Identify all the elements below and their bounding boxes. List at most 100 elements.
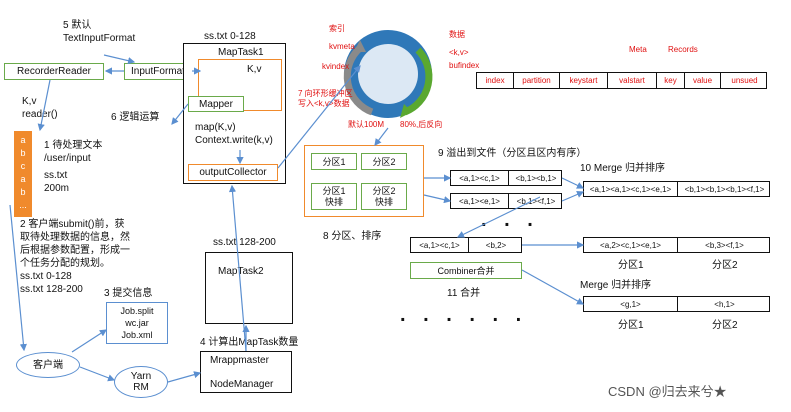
data-label: 数据 [449, 30, 465, 39]
combiner-part-a: <a,1><c,1> [411, 238, 469, 252]
arrow-spill2-to-merge [561, 191, 585, 202]
combiner-label: Combiner合并 [437, 266, 495, 276]
ring-meta-arc [343, 45, 374, 116]
spill1-part-b: <b,1><b,1> [515, 173, 557, 183]
step11-label: 11 合并 [447, 288, 481, 299]
final-partition1-label: 分区1 [618, 320, 644, 331]
rm-label: RM [133, 382, 149, 393]
step9-label: 9 溢出到文件（分区且区内有序） [438, 148, 587, 159]
merged-part-a: <a,1><a,1><c,1><e,1> [584, 182, 678, 196]
client-node: 客户端 [16, 352, 80, 378]
spill-file-2: <a,1><e,1> <b,1><f,1> [450, 193, 562, 209]
arrow-to-final [521, 269, 585, 305]
step1-path: /user/input [44, 153, 91, 164]
context-write-label: Context.write(k,v) [195, 135, 273, 146]
nodemanager-label: NodeManager [210, 379, 274, 390]
maptask1-name: MapTask1 [218, 47, 264, 58]
step1-title: 1 待处理文本 [44, 140, 103, 151]
final-partition2-label: 分区2 [712, 320, 738, 331]
partition2-sort-label: 分区2 [372, 185, 396, 196]
ring-outer [344, 30, 432, 118]
arrow-client-to-yarn [79, 366, 116, 382]
wc-jar-label: wc.jar [125, 318, 149, 328]
submit-files-box: Job.split wc.jar Job.xml [106, 302, 168, 344]
step2-line4: 个任务分配的规划。 [20, 258, 110, 269]
arrow-textinputformat [103, 54, 136, 65]
kv-data-label: <k,v> [449, 48, 469, 57]
spill-file-1: <a,1><c,1> <b,1><b,1> [450, 170, 562, 186]
meta-cell-value: value [685, 73, 721, 88]
index-label: 索引 [329, 24, 345, 33]
meta-cell-index: index [477, 73, 514, 88]
final-part-b: <h,1> [714, 299, 735, 309]
file-letter: b [20, 148, 26, 158]
meta-label: Meta [629, 45, 647, 54]
step4-label: 4 计算出MapTask数量 [200, 337, 299, 348]
kv-read-label: K,v [22, 96, 37, 107]
step1-size: 200m [44, 183, 70, 194]
split1-label: ss.txt 0-128 [20, 271, 72, 282]
arrow-reader-to-file [37, 79, 51, 132]
final-file: <g,1> <h,1> [583, 296, 770, 312]
file-letter: ... [19, 200, 27, 210]
meta-cell-partition: partition [514, 73, 560, 88]
recorder-reader-box: RecorderReader [4, 63, 104, 80]
bufindex-label: bufindex [449, 61, 480, 70]
area-partition1-label: 分区1 [618, 260, 644, 271]
step1-file: ss.txt [44, 170, 68, 181]
kvmeta-label: kvmeta [329, 42, 355, 51]
mapper-label: Mapper [199, 98, 233, 110]
merged-file: <a,1><a,1><c,1><e,1> <b,1><b,1><b,1><f,1… [583, 181, 770, 197]
default-size-label: 默认100M [348, 120, 385, 129]
combined-part-a: <a,2><c,1><e,1> [584, 238, 678, 252]
mapper-box: Mapper [188, 96, 244, 112]
yarn-label: Yarn [130, 371, 152, 382]
records-label: Records [668, 45, 698, 54]
combined-part-b: <b,3><f,1> [705, 240, 744, 250]
combiner-box: Combiner合并 [410, 262, 522, 279]
step3-label: 3 提交信息 [104, 288, 153, 299]
file-letter: c [20, 161, 26, 171]
step7-line2: 写入<k,v>数据 [298, 99, 350, 108]
maptask1-kv: K,v [247, 64, 262, 75]
meta-records-bar: index partition keystart valstart key va… [476, 72, 767, 89]
arrow-to-spill2 [423, 194, 452, 204]
mrappmaster-label: Mrappmaster [210, 355, 269, 366]
quicksort-label-1: 快排 [324, 196, 343, 207]
step6-label: 6 逻辑运算 [111, 112, 160, 123]
file-letter: b [20, 187, 26, 197]
combiner-part-b: <b,2> [485, 240, 507, 250]
ring-data-arrowhead [400, 104, 412, 118]
meta-cell-unsued: unsued [731, 76, 758, 85]
combined-file: <a,2><c,1><e,1> <b,3><f,1> [583, 237, 770, 253]
map-call-label: map(K,v) [195, 122, 236, 133]
ring-meta-arrowhead [354, 40, 366, 52]
step2-line3: 后根据参数配置，形成一 [20, 245, 130, 256]
arrow-client-to-submit [71, 329, 108, 353]
step10-label: 10 Merge 归并排序 [580, 163, 666, 174]
meta-cell-key: key [657, 73, 685, 88]
file-letter: a [20, 174, 26, 184]
spill2-part-b: <b,1><f,1> [516, 196, 556, 206]
spill1-part-a: <a,1><c,1> [451, 171, 509, 185]
job-split-label: Job.split [120, 306, 154, 316]
reader-call-label: reader() [22, 109, 58, 120]
partition2-label: 分区2 [372, 157, 396, 167]
step2-line1: 2 客户端submit()前，获 [20, 219, 125, 230]
meta-cell-keystart: keystart [560, 73, 608, 88]
split2-label: ss.txt 128-200 [20, 284, 83, 295]
arrow-yarn-to-cluster [167, 371, 202, 383]
partition1-box: 分区1 [311, 153, 357, 170]
textinputformat-label: TextInputFormat [63, 33, 136, 44]
maptask2-box [205, 252, 293, 324]
ring-inner [358, 44, 418, 104]
spill-more-dots: . . . [481, 209, 539, 231]
input-format-label: InputFormat [131, 66, 185, 77]
maptask2-name: MapTask2 [218, 266, 264, 277]
output-collector-box: outputCollector [188, 164, 278, 181]
merged-part-b: <b,1><b,1><b,1><f,1> [684, 184, 765, 194]
arrow-spill1-to-merge [561, 177, 585, 189]
